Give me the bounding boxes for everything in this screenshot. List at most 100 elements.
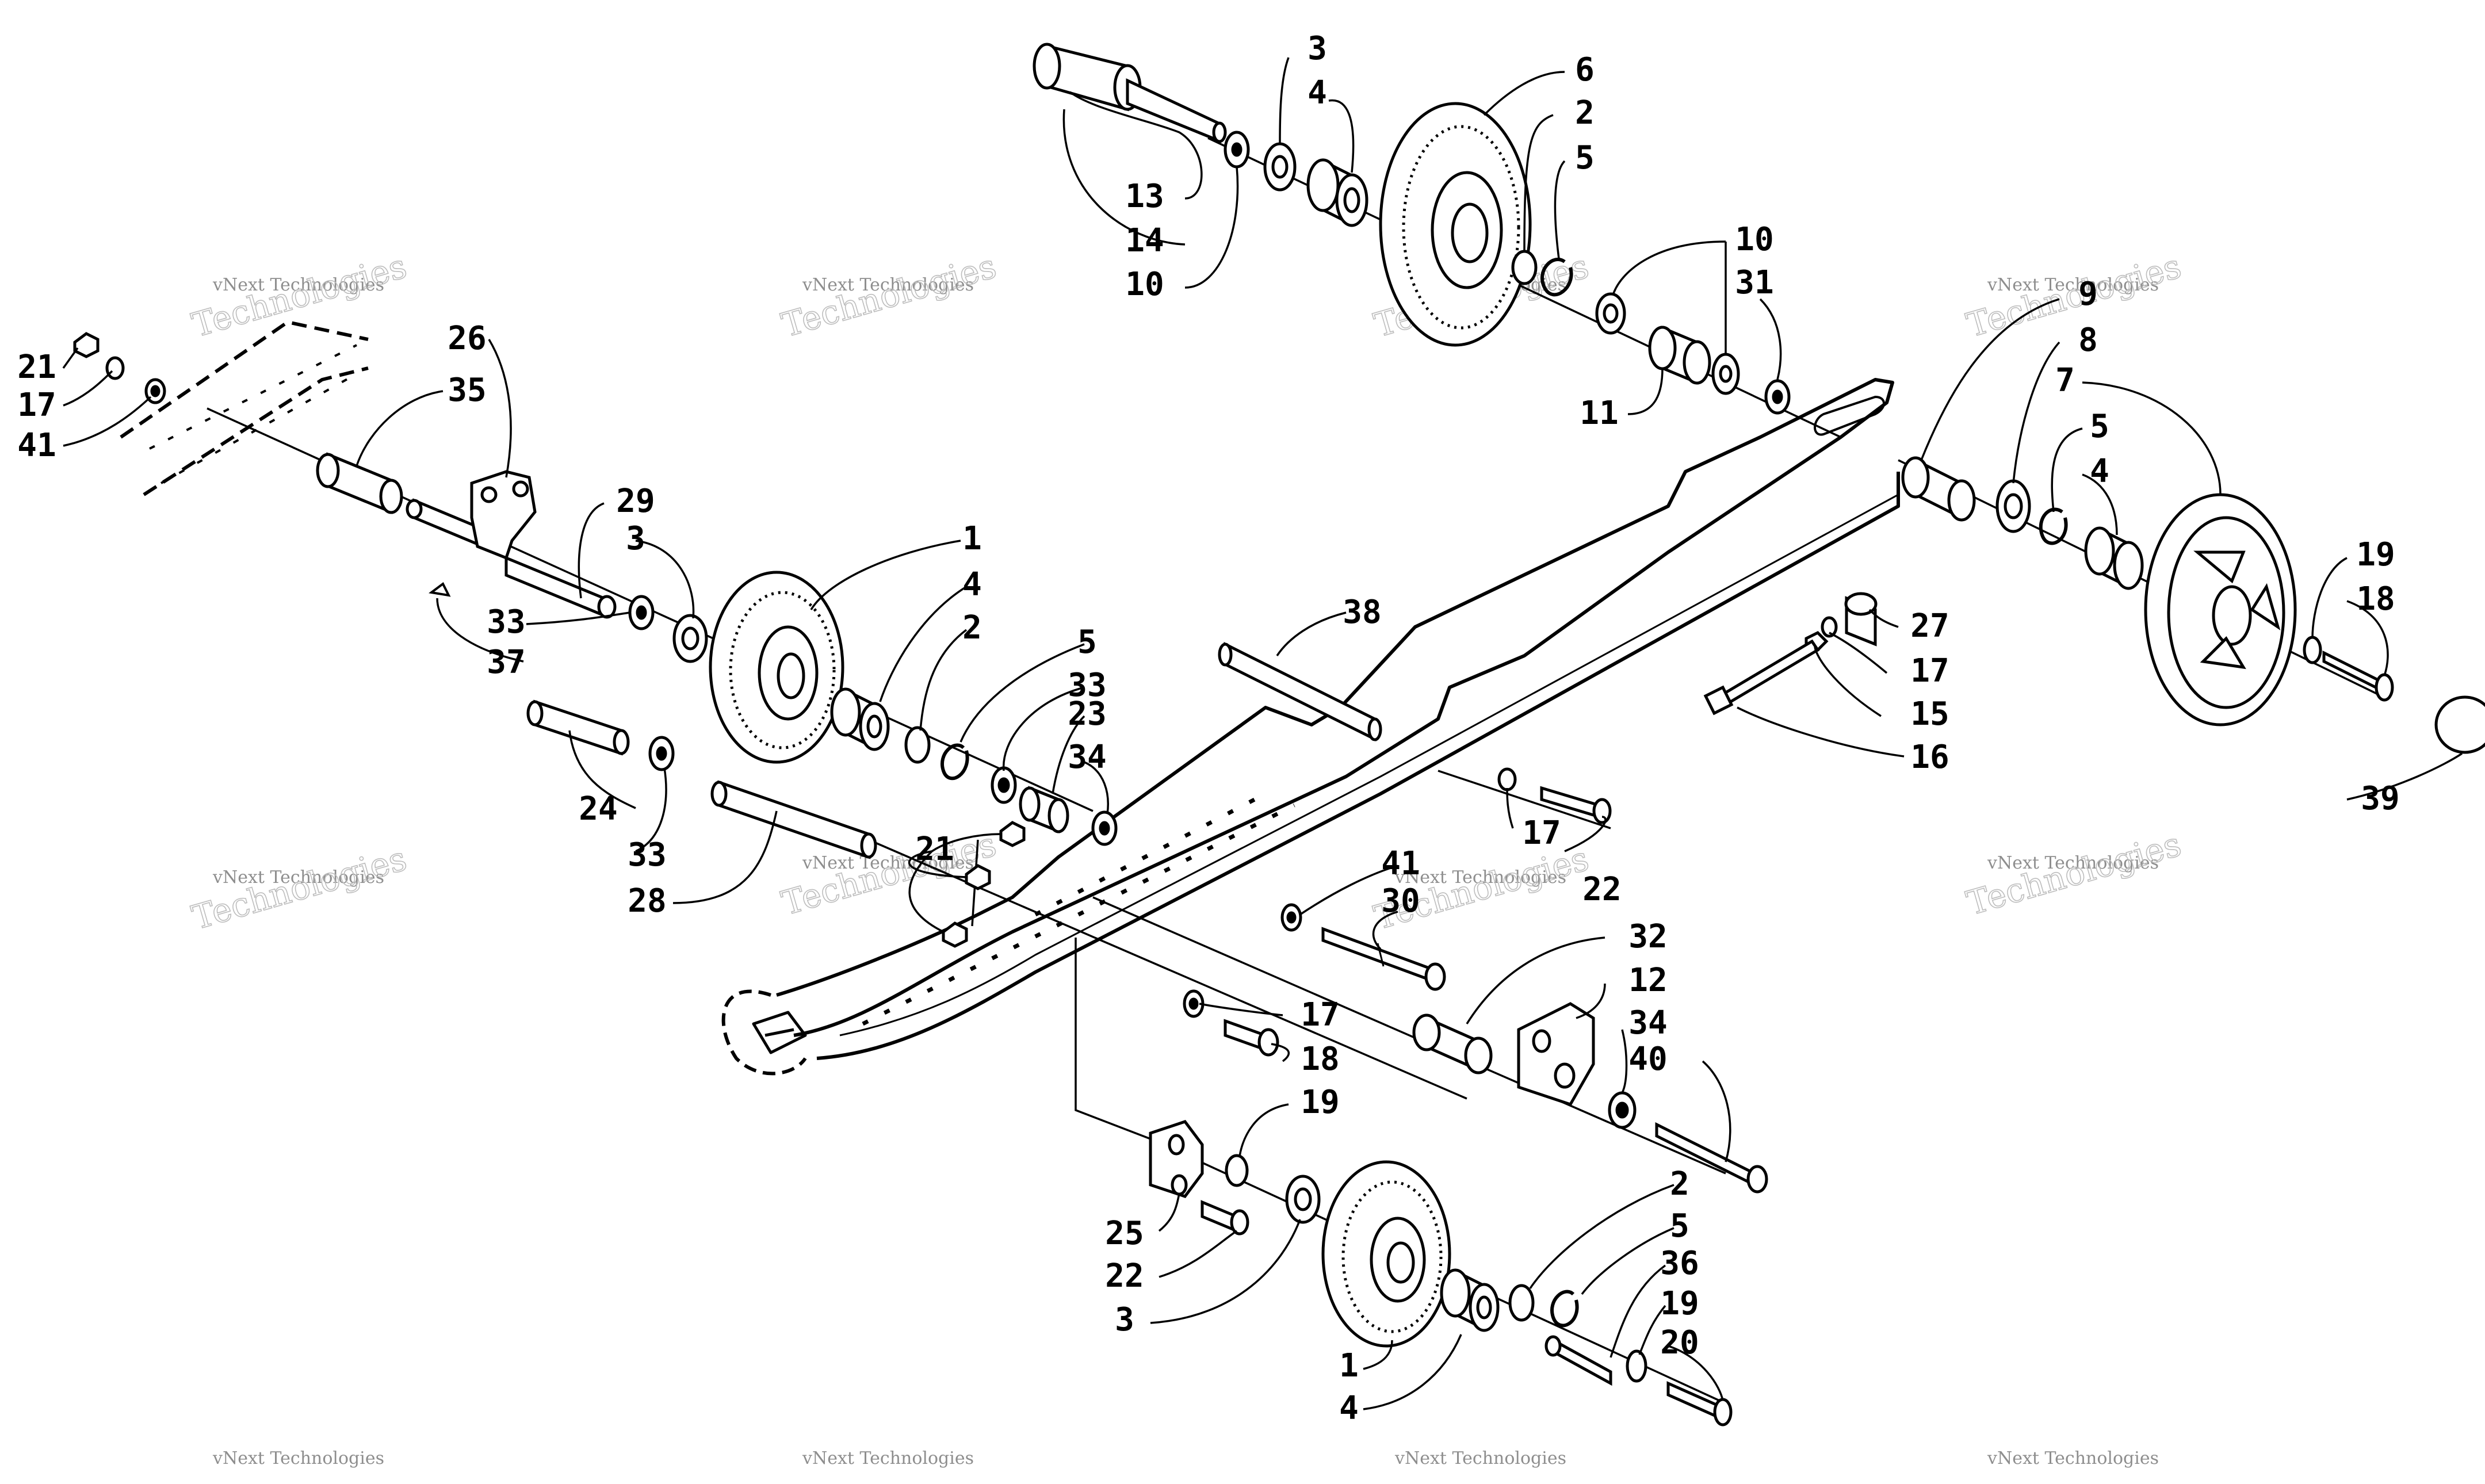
bolt-18 [2322, 650, 2394, 702]
block-12 [1517, 1002, 1595, 1107]
bearing-4b [2084, 526, 2144, 590]
main-slide-rail [776, 378, 1894, 1037]
hub-9 [1901, 456, 1976, 522]
part-label: 22 [1105, 1257, 1144, 1295]
washer-34b [1608, 1091, 1637, 1129]
part-label: 9 [2078, 276, 2098, 313]
watermark-line1: vNext Technologies [1394, 867, 1566, 888]
part-label: 21 [915, 831, 954, 868]
watermark-line1: vNext Technologies [1987, 1448, 2159, 1468]
part-label: 5 [1670, 1207, 1689, 1245]
part-label: 11 [1580, 395, 1618, 432]
bracket-25 [1149, 1120, 1204, 1198]
part-label: 15 [1910, 695, 1949, 733]
part-label: 19 [1301, 1084, 1339, 1121]
bolt-20 [1666, 1381, 1733, 1426]
part-label: 3 [626, 520, 645, 557]
part-label: 7 [2055, 362, 2075, 399]
washer-33c [648, 736, 675, 771]
bearing-4 [1306, 158, 1368, 227]
main-rail-lower-edge [816, 472, 1900, 1060]
part-label: 3 [1308, 30, 1327, 67]
part-label: 19 [1660, 1285, 1699, 1322]
components [73, 43, 2485, 1426]
part-label: 39 [2361, 780, 2399, 817]
part-label: 27 [1910, 607, 1949, 645]
washer-17 [105, 356, 125, 380]
washer-2b [904, 726, 931, 764]
part-label: 10 [1735, 221, 1773, 258]
part-label: 21 [17, 349, 56, 386]
spacer-3c [1285, 1175, 1321, 1224]
left-rail-stub-holes [149, 344, 357, 484]
spacer-27 [1844, 592, 1878, 647]
part-label: 18 [2356, 580, 2395, 618]
bolt-40 [1655, 1122, 1768, 1194]
part-label: 35 [448, 372, 486, 409]
part-label: 24 [579, 790, 617, 828]
watermark-line1: vNext Technologies [802, 1448, 974, 1468]
watermark: vNext Technologies [1987, 1448, 2159, 1468]
watermark-line2: Technologies [1962, 824, 2185, 923]
part-label: 5 [2090, 408, 2109, 445]
tube-35 [316, 452, 403, 514]
part-label: 18 [1301, 1041, 1339, 1078]
slide-rail-frame [120, 320, 1900, 1076]
part-label: 32 [1628, 918, 1667, 955]
part-label: 1 [962, 520, 982, 557]
part-label: 33 [1068, 667, 1106, 704]
arm-29 [470, 470, 617, 619]
pin-37 [429, 582, 451, 597]
snap-ring-5d [1550, 1290, 1579, 1328]
part-label: 10 [1125, 266, 1164, 303]
bolt-22b [1201, 1200, 1249, 1236]
bearing-8 [1995, 479, 2031, 533]
washer-33 [628, 595, 655, 630]
part-label: 4 [1308, 74, 1327, 112]
part-label: 33 [487, 603, 525, 641]
bearing-4c [830, 687, 890, 751]
washer-2 [1511, 250, 1538, 285]
part-label: 17 [1522, 814, 1561, 852]
part-label: 28 [628, 882, 666, 920]
tube-38 [1218, 641, 1382, 742]
main-rail-inner-line [839, 494, 1899, 1036]
watermark-line1: vNext Technologies [212, 867, 384, 888]
part-label: 36 [1660, 1245, 1699, 1282]
watermark-line1: vNext Technologies [1987, 853, 2159, 873]
watermark: vNext Technologies [212, 1448, 384, 1468]
pin-36 [1544, 1335, 1612, 1386]
watermark-line1: vNext Technologies [1394, 1448, 1566, 1468]
part-label: 22 [1582, 871, 1621, 908]
part-label: 13 [1125, 178, 1164, 215]
axis-line [868, 839, 1467, 1100]
watermark-line2: Technologies [777, 246, 1000, 345]
watermark-line2: Technologies [188, 839, 411, 937]
nut-21 [73, 332, 100, 358]
part-label: 12 [1628, 962, 1667, 999]
part-label: 16 [1910, 739, 1949, 776]
part-label: 34 [1068, 739, 1106, 776]
axis-line [1438, 770, 1611, 829]
tube-28 [710, 780, 877, 859]
shaft-13 [1033, 43, 1227, 143]
part-label: 5 [1575, 139, 1595, 177]
part-label: 23 [1068, 695, 1106, 733]
nut-21d [942, 921, 968, 948]
bolt-16 [1703, 639, 1820, 716]
part-label: 4 [1339, 1390, 1359, 1427]
watermark-line1: vNext Technologies [212, 1448, 384, 1468]
part-label: 17 [1910, 652, 1949, 690]
washer-34 [1091, 810, 1118, 846]
washer-17 [1821, 616, 1838, 638]
bushing-32 [1412, 1013, 1493, 1074]
part-label: 5 [1077, 624, 1097, 661]
spacer-3 [1263, 142, 1297, 192]
part-label: 40 [1628, 1041, 1667, 1078]
washer-31 [1764, 379, 1791, 415]
bearing-4d [1440, 1268, 1500, 1332]
part-label: 14 [1125, 222, 1164, 259]
